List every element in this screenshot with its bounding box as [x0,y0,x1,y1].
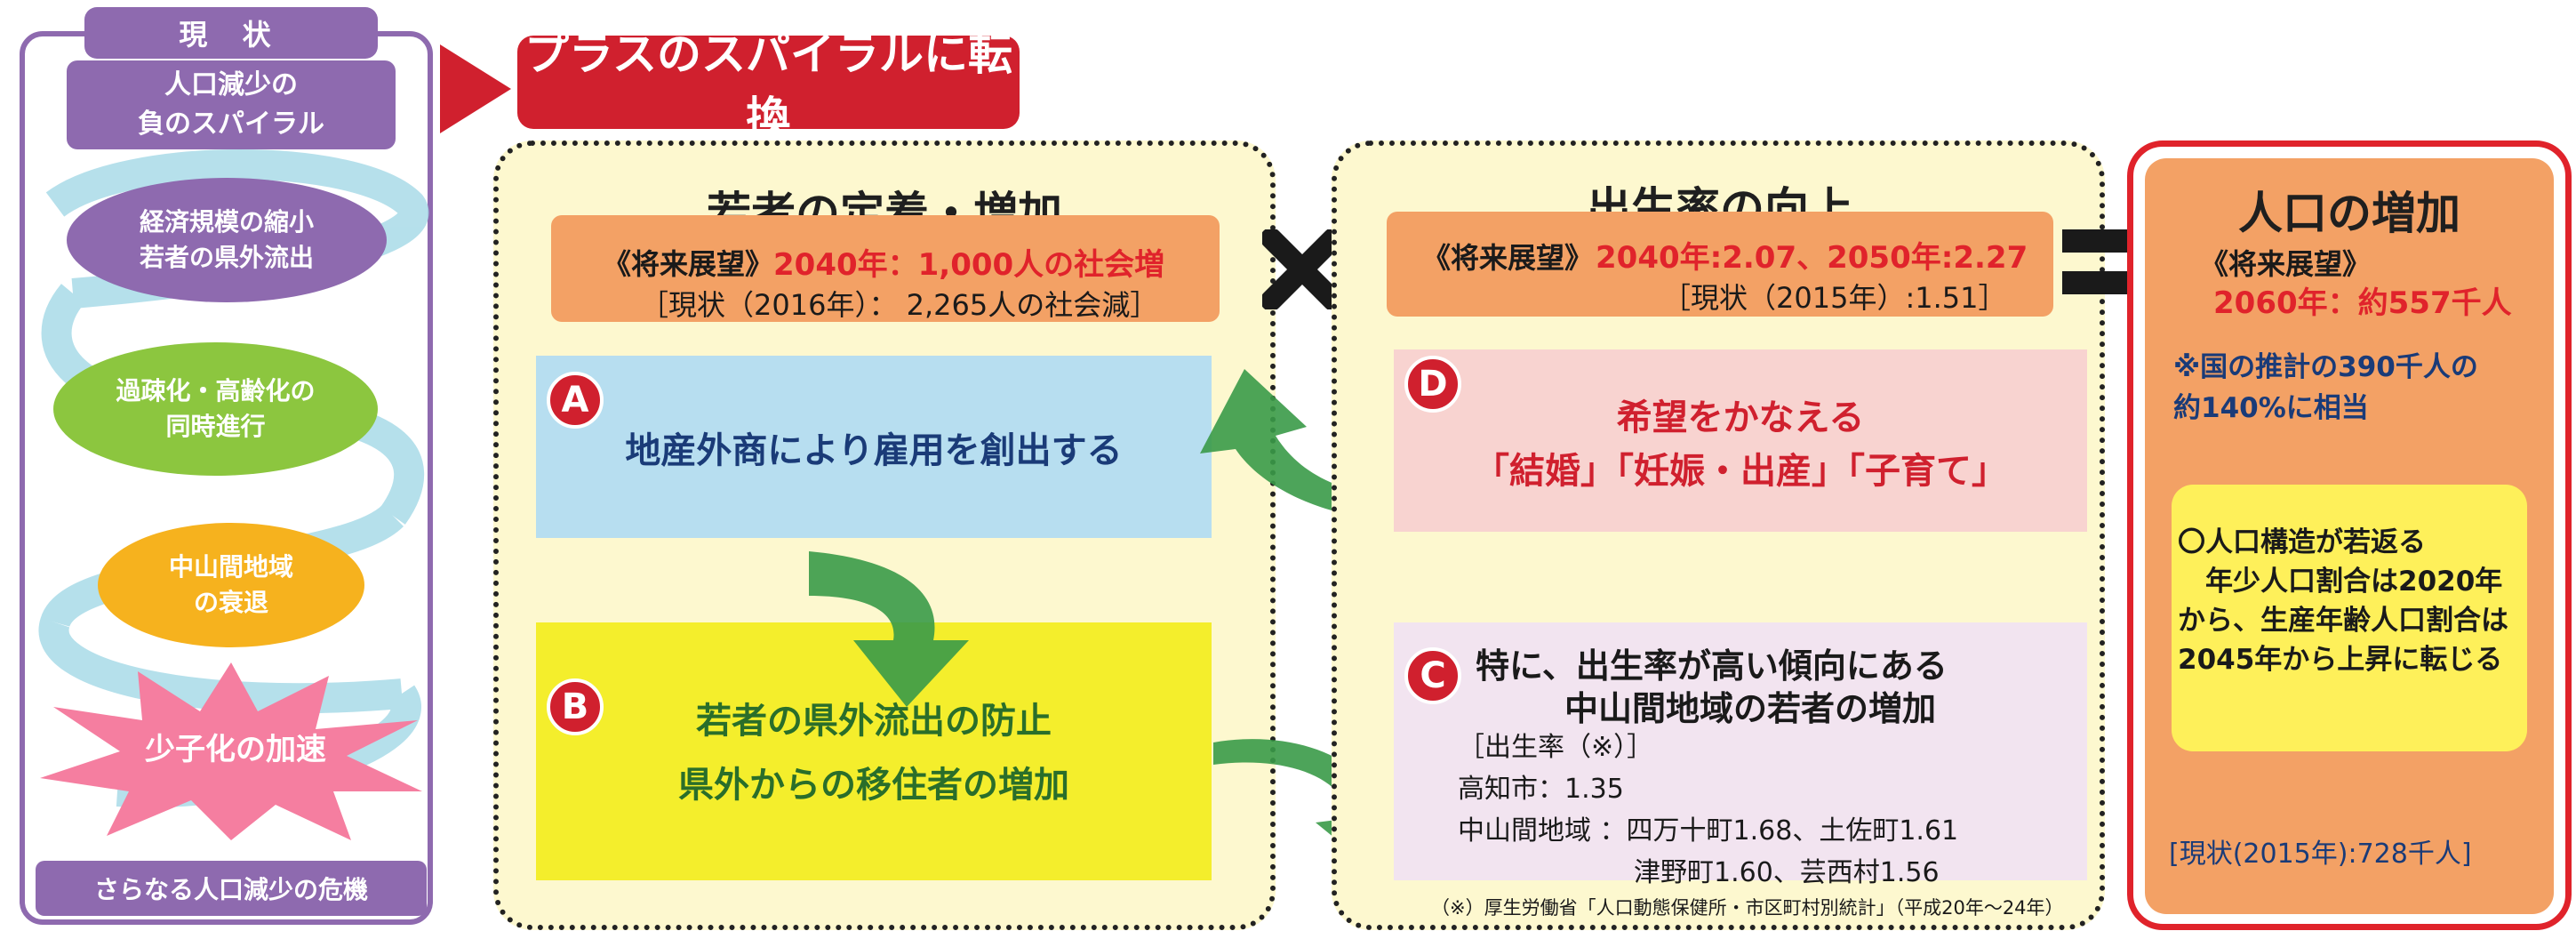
box-c-detail4: 津野町1.60、芸西村1.56 [1634,857,1940,888]
box-c-line1: 特に、出生率が高い傾向にある [1476,646,1948,686]
box-c [1394,622,2087,880]
right-outlook-label: 《将来展望》 [2200,247,2372,281]
box-b-line2: 県外からの移住者の増加 [678,765,1069,806]
box-c-line2: 中山間地域の若者の増加 [1564,689,1937,728]
letter-a-badge: A [547,372,604,429]
box-c-detail3: 中山間地域 ：四万十町1.68、土佐町1.61 [1458,815,1959,847]
declining-birthrate-label: 少子化の加速 [145,732,326,767]
right-current-status: [現状(2015年):728千人] [2169,839,2472,870]
box-c-detail1: ［出生率（※）］ [1458,732,1654,763]
right-title: 人口の増加 [2238,188,2460,239]
current-state-title: 現 状 [84,7,378,59]
mountain-decline-ellipse: 中山間地域 の衰退 [98,523,364,647]
panel1-current-status: ［現状（2016年）： 2,265人の社会減］ [640,288,1159,322]
box-d-line2: 「結婚」「妊娠・出産」「子育て」 [1474,451,2007,492]
panel1-outlook-box [551,215,1220,322]
panel2-current-status: ［現状（2015年）:1.51］ [1662,281,2007,315]
header-title: プラスのスパイラルに転換 [517,28,1020,144]
box-a: 地産外商により雇用を創出する [536,356,1212,538]
population-structure-box [2172,485,2527,751]
multiply-operator-icon [1262,229,1342,309]
panel2-outlook-value: 2040年:2.07、2050年:2.27 [1596,240,2028,276]
panel2-outlook-label: 《将来展望》 [1422,241,1594,275]
box-b-line1: 若者の県外流出の防止 [696,701,1052,742]
economy-shrink-ellipse: 経済規模の縮小 若者の県外流出 [67,178,387,302]
letter-d-badge: D [1404,356,1461,413]
depopulation-aging-ellipse: 過疎化・高齢化の 同時進行 [53,342,378,476]
arrow-d-to-a-icon [1200,369,1387,520]
panel1-outlook-value: 2040年：1,000人の社会増 [773,247,1165,283]
equals-operator-icon [2062,229,2138,294]
box-a-text: 地産外商により雇用を創出する [625,429,1123,471]
box-d-line1: 希望をかなえる [1616,397,1865,438]
letter-c-badge: C [1404,647,1461,704]
population-crisis-footer: さらなる人口減少の危機 [36,861,427,916]
box-c-detail2: 高知市：1.35 [1458,774,1624,805]
panel2-footnote: （※）厚生労働省「人口動態保健所・市区町村別統計」（平成20年～24年） [1431,897,2064,919]
panel1-outlook-label: 《将来展望》 [603,247,774,281]
negative-spiral-label: 人口減少の 負のスパイラル [67,60,396,149]
right-outlook-value: 2060年：約557千人 [2213,285,2512,321]
box-d [1394,349,2087,532]
population-structure-text: 〇人口構造が若返る 年少人口割合は2020年から、生産年齢人口割合は2045年か… [2178,526,2508,676]
header-arrow-icon [440,44,511,133]
arrow-a-to-b-icon [809,551,969,707]
panel2-outlook-box [1387,212,2053,317]
letter-b-badge: B [547,678,604,735]
right-note: ※国の推計の390千人の 約140%に相当 [2173,351,2478,424]
burst-star-shape [40,662,422,840]
